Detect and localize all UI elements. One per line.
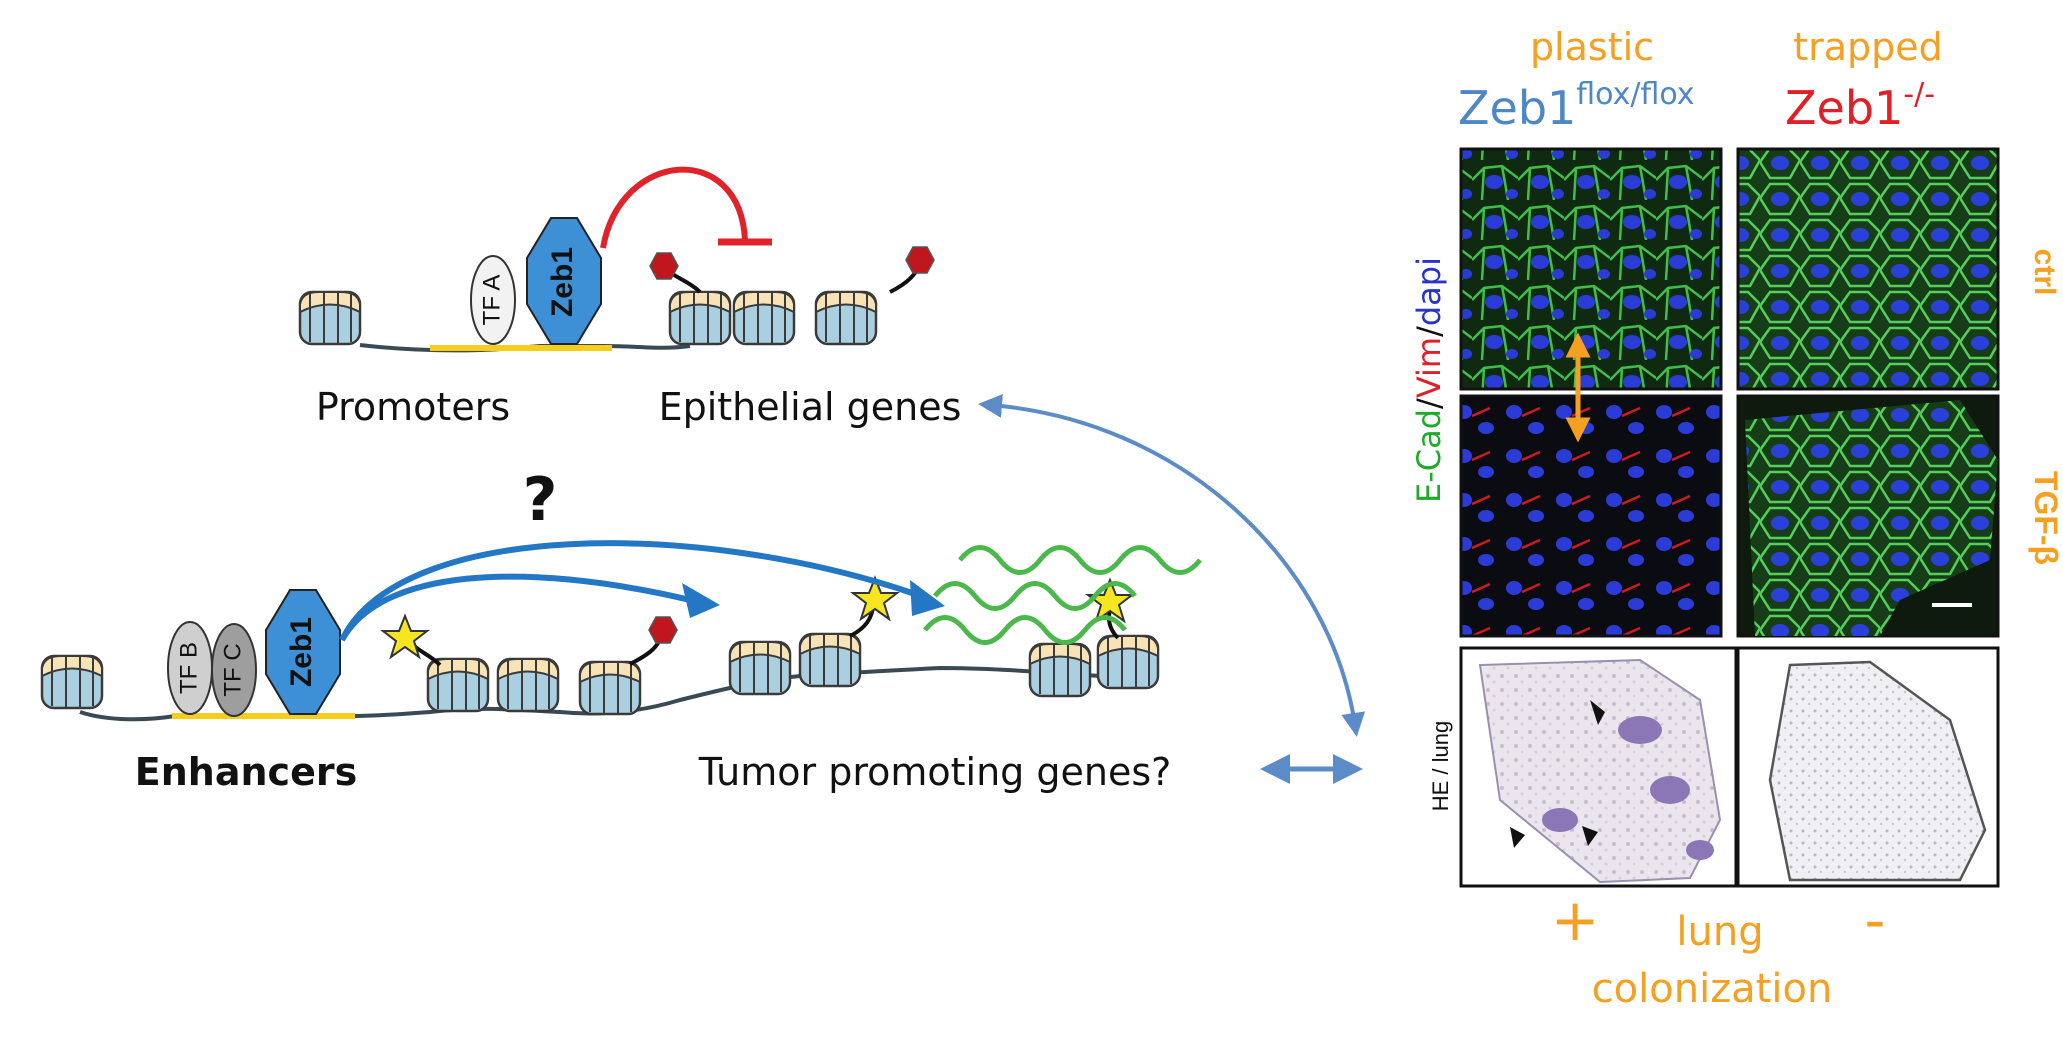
- nucleosome: [1028, 642, 1092, 698]
- tumor-genes-label: Tumor promoting genes?: [698, 750, 1172, 794]
- nucleosome: [668, 290, 732, 346]
- repressive-mark-icon: [648, 616, 678, 644]
- col2-state-label: trapped: [1793, 25, 1943, 69]
- nucleosome: [578, 660, 642, 716]
- transcript-wave: [958, 545, 1202, 575]
- promoter-region: TF A Zeb1: [298, 166, 935, 353]
- activation-arrowhead-icon: [682, 583, 720, 618]
- nucleosome: [728, 640, 792, 696]
- plus-sign: +: [1551, 886, 1600, 954]
- enhancer-region: TF B TF C Zeb1: [40, 540, 1202, 722]
- colonization-word: colonization: [1592, 966, 1833, 1012]
- nucleosome: [298, 290, 362, 346]
- row-ctrl-label: ctrl: [2028, 249, 2061, 296]
- link-arrow: [978, 393, 1366, 737]
- col2-genotype-main: Zeb1: [1785, 81, 1903, 135]
- zeb1-label: Zeb1: [285, 617, 318, 687]
- transcript-wave: [923, 615, 1127, 645]
- epithelial-genes-label: Epithelial genes: [659, 385, 962, 429]
- nucleosome: [814, 290, 878, 346]
- enhancers-label: Enhancers: [135, 750, 357, 794]
- zeb1-protein: [265, 589, 341, 715]
- nucleosome: [798, 632, 862, 688]
- col2-genotype-sup: -/-: [1903, 77, 1935, 112]
- stain-legend: E-Cad/Vim/dapi: [1410, 257, 1448, 503]
- nucleosome: [426, 657, 490, 713]
- dna-strand: [79, 665, 1101, 722]
- lung-word: lung: [1676, 909, 1763, 955]
- nucleosome: [40, 654, 104, 710]
- repression-arrow: [600, 166, 748, 249]
- col1-state-label: plastic: [1530, 25, 1654, 69]
- activation-arrow: [339, 540, 916, 642]
- col2-genotype: Zeb1-/-: [1785, 77, 1935, 135]
- stain-ecad: E-Cad: [1410, 409, 1448, 503]
- stain-sep: /: [1410, 398, 1448, 409]
- stain-vim: Vim: [1410, 337, 1448, 398]
- ctrl-ko-image: [1736, 147, 2000, 391]
- repressive-mark-icon: [649, 252, 679, 280]
- col1-genotype-main: Zeb1: [1458, 81, 1576, 135]
- tfc-oval: [211, 623, 257, 717]
- he-label: HE / lung: [1428, 721, 1453, 812]
- metastasis-arrowhead-icon: [1590, 700, 1605, 725]
- nucleosome: [496, 657, 560, 713]
- zeb1-label: Zeb1: [546, 247, 579, 317]
- tgfb-flox-image: [1459, 394, 1723, 638]
- tfc-label: TF C: [219, 643, 246, 696]
- active-mark-star-icon: [850, 575, 900, 622]
- nucleosome: [1096, 634, 1160, 690]
- stain-sep: /: [1410, 326, 1448, 337]
- metastasis-arrowhead-icon: [1582, 826, 1598, 846]
- ctrl-flox-image: [1459, 147, 1723, 391]
- question-mark: ?: [523, 465, 558, 535]
- col1-genotype-sup: flox/flox: [1576, 77, 1694, 112]
- nucleosome: [732, 290, 796, 346]
- repressive-mark-icon: [905, 246, 935, 274]
- col1-genotype: Zeb1flox/flox: [1458, 77, 1695, 135]
- activation-arrowhead-icon: [910, 580, 945, 616]
- tfb-label: TF B: [175, 642, 202, 694]
- lung-section-clean: [1768, 660, 1987, 882]
- stain-dapi: dapi: [1410, 257, 1448, 326]
- zeb1-protein: [526, 217, 602, 345]
- active-mark-star-icon: [380, 613, 430, 660]
- tfa-oval: [470, 255, 516, 345]
- metastasis-arrowhead-icon: [1510, 827, 1525, 848]
- minus-sign: -: [1865, 886, 1886, 954]
- row-tgfb-label: TGF-β: [2028, 471, 2063, 565]
- tfa-label: TF A: [478, 275, 505, 326]
- tgfb-ko-cell-cluster: [1745, 400, 1998, 636]
- promoters-label: Promoters: [316, 385, 510, 429]
